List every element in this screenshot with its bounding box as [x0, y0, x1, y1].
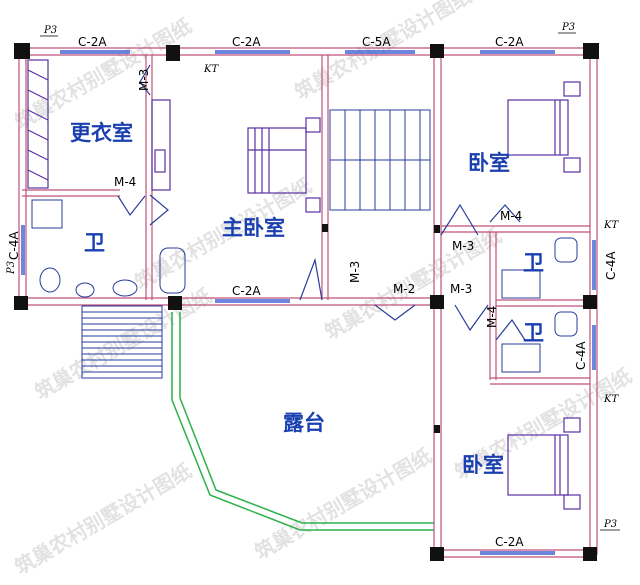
doors: [117, 64, 526, 341]
column: [166, 45, 180, 61]
watermark-1: 筑巢农村别墅设计图纸: [11, 14, 196, 135]
room-label-bath-r1: 卫: [523, 251, 544, 275]
column: [322, 224, 328, 232]
watermark-7: 筑巢农村别墅设计图纸: [11, 459, 196, 580]
column: [434, 225, 440, 233]
room-label-bath-left: 卫: [84, 231, 105, 255]
tag-c4a-left: C-4A: [7, 231, 21, 260]
room-label-terrace: 露台: [283, 411, 325, 435]
tag-p3-tl: P3: [43, 25, 57, 36]
wardrobe: [27, 59, 171, 191]
column: [430, 295, 444, 309]
column: [14, 296, 28, 310]
tag-c2a-top3: C-2A: [495, 35, 524, 49]
tag-p3-left: P3: [6, 261, 17, 275]
column: [168, 296, 182, 310]
column: [434, 425, 440, 433]
tag-c2a-top2: C-2A: [232, 35, 261, 49]
tag-m4-r: M-4: [500, 209, 522, 223]
watermark-6: 筑巢农村别墅设计图纸: [251, 444, 436, 565]
tag-m3-master: M-3: [452, 239, 474, 253]
tag-c2a-mid: C-2A: [232, 284, 261, 298]
tag-m3-r2: M-3: [450, 282, 472, 296]
tag-c2a-top1: C-2A: [78, 35, 107, 49]
tag-m4-left: M-4: [114, 175, 136, 189]
tag-c4a-r2: C-4A: [574, 341, 588, 370]
room-label-bedroom-bottom: 卧室: [462, 453, 504, 477]
column: [583, 547, 597, 561]
tag-kt-3: KT: [603, 394, 619, 405]
room-labels: 更衣室 卫 主卧室 卧室 卫 卫 露台 卧室: [70, 121, 544, 477]
staircase: [329, 109, 431, 211]
terrace: [81, 305, 434, 531]
bedroom-bottom-bed: [507, 417, 581, 510]
watermark-layer: 筑巢农村别墅设计图纸 筑巢农村别墅设计图纸 筑巢农村别墅设计图纸 筑巢农村别墅设…: [11, 0, 636, 579]
column: [14, 43, 30, 59]
tag-c2a-bottom: C-2A: [495, 535, 524, 549]
room-label-dressing: 更衣室: [70, 121, 133, 145]
tag-c4a-r1: C-4A: [604, 251, 618, 280]
watermark-2: 筑巢农村别墅设计图纸: [291, 0, 476, 104]
column: [583, 295, 597, 309]
tag-m3-top: M-3: [137, 69, 151, 91]
tag-p3-br: P3: [603, 519, 617, 530]
column: [430, 547, 444, 561]
room-label-bath-r2: 卫: [523, 321, 544, 345]
tag-m2: M-2: [393, 282, 415, 296]
annotations: P3 P3 P3 P3 KT KT KT C-2A C-2A C-5A C-2A…: [6, 22, 620, 549]
tag-m3-mid: M-3: [348, 261, 362, 283]
column: [583, 43, 599, 59]
column: [430, 44, 444, 58]
columns: [14, 43, 599, 561]
watermark-5: 筑巢农村别墅设计图纸: [31, 284, 216, 405]
tag-m4-r2: M-4: [485, 306, 499, 328]
tag-c5a-top: C-5A: [362, 35, 391, 49]
tag-p3-tr: P3: [561, 22, 575, 33]
master-bed: [247, 117, 321, 213]
tag-kt-2: KT: [603, 220, 619, 231]
bath-fixtures: [31, 199, 578, 373]
room-label-master: 主卧室: [222, 216, 285, 240]
room-label-bedroom-top: 卧室: [468, 151, 510, 175]
windows: [21, 50, 596, 555]
tag-kt-1: KT: [203, 64, 219, 75]
bedroom-top-bed: [507, 81, 581, 173]
